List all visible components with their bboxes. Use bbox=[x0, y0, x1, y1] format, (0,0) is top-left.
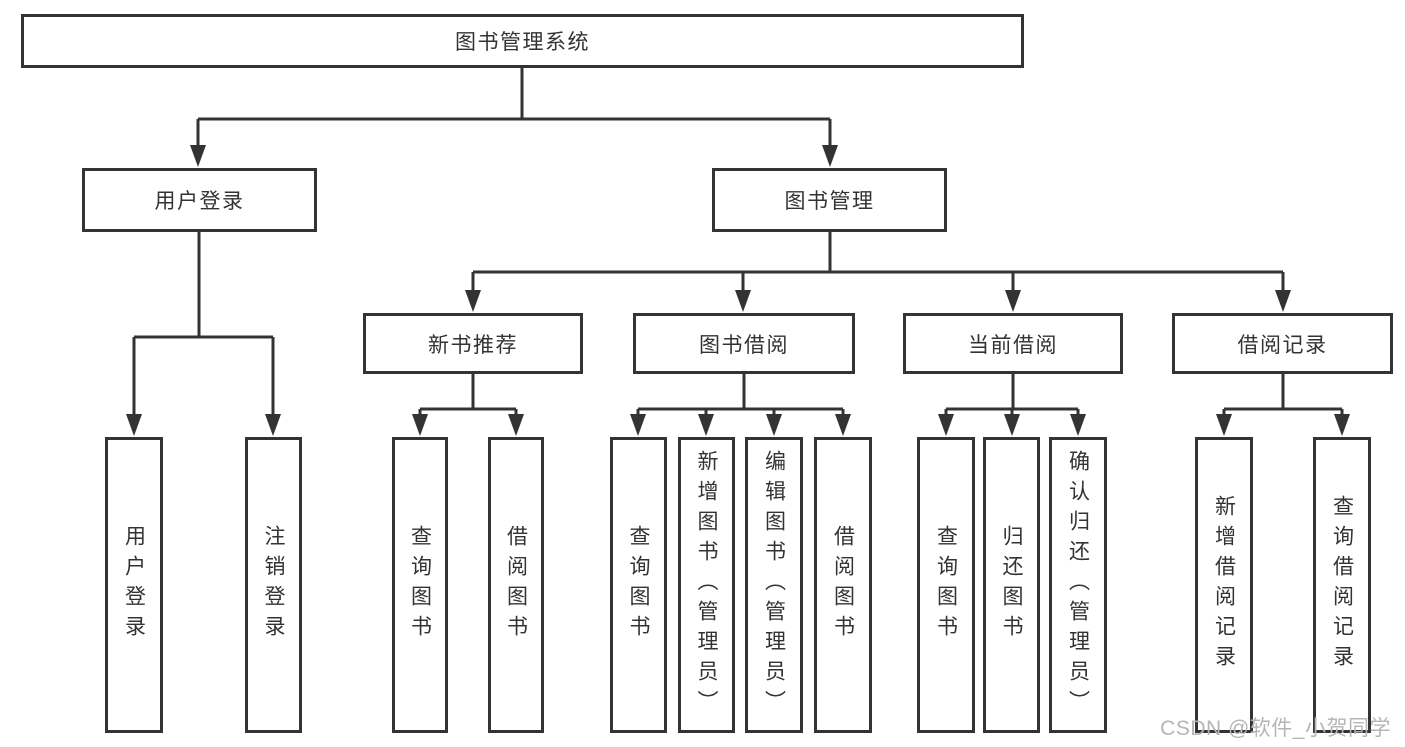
node-leaf-query-borrow-record: 查询借阅记录 bbox=[1313, 437, 1371, 733]
node-leaf-edit-books-admin: 编辑图书（管理员） bbox=[745, 437, 803, 733]
node-book-borrow: 图书借阅 bbox=[633, 313, 855, 374]
node-leaf-return-books: 归还图书 bbox=[983, 437, 1040, 733]
node-leaf-query-books-1: 查询图书 bbox=[392, 437, 448, 733]
node-leaf-query-books-2: 查询图书 bbox=[610, 437, 667, 733]
node-new-book-recommend: 新书推荐 bbox=[363, 313, 583, 374]
node-user-login: 用户登录 bbox=[82, 168, 317, 232]
node-leaf-confirm-return-admin: 确认归还（管理员） bbox=[1049, 437, 1107, 733]
node-borrow-records: 借阅记录 bbox=[1172, 313, 1393, 374]
node-root: 图书管理系统 bbox=[21, 14, 1024, 68]
node-leaf-add-books-admin: 新增图书（管理员） bbox=[678, 437, 735, 733]
node-leaf-logout: 注销登录 bbox=[245, 437, 302, 733]
node-leaf-user-login: 用户登录 bbox=[105, 437, 163, 733]
node-current-borrow: 当前借阅 bbox=[903, 313, 1123, 374]
node-leaf-borrow-books-1: 借阅图书 bbox=[488, 437, 544, 733]
arrowheads bbox=[126, 145, 1350, 436]
node-leaf-borrow-books-2: 借阅图书 bbox=[814, 437, 872, 733]
node-leaf-add-borrow-record: 新增借阅记录 bbox=[1195, 437, 1253, 733]
node-book-management: 图书管理 bbox=[712, 168, 947, 232]
node-leaf-query-books-3: 查询图书 bbox=[917, 437, 975, 733]
